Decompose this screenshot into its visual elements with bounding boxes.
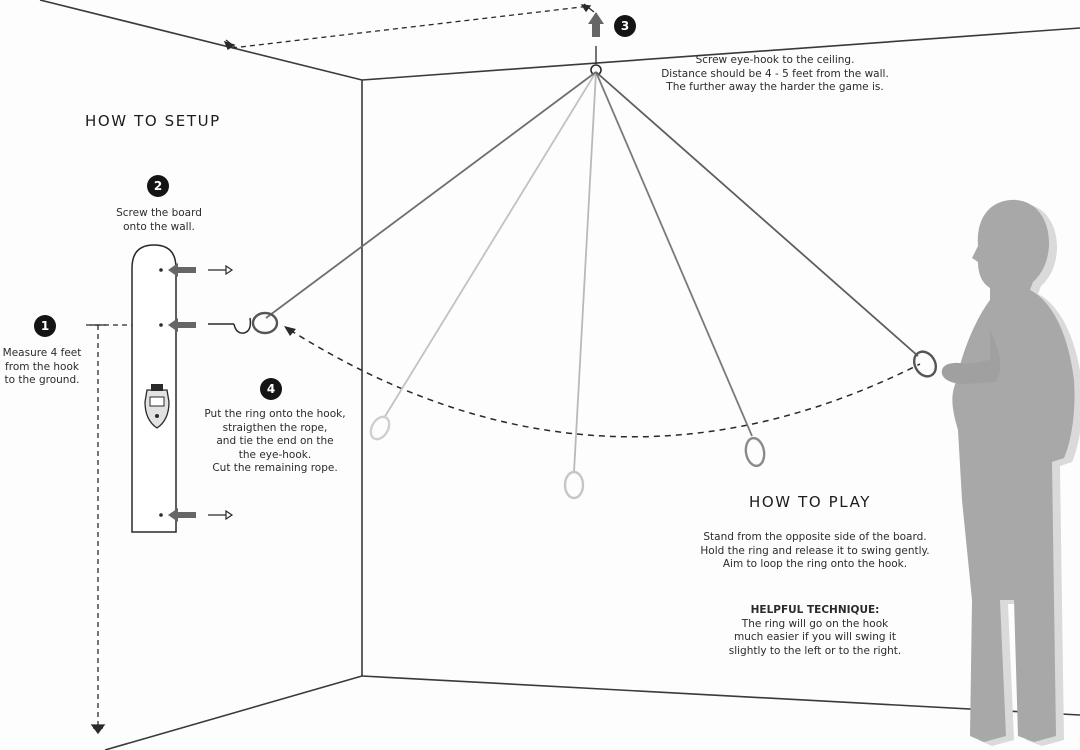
play-instructions: Stand from the opposite side of the boar… <box>680 531 950 572</box>
step-3-line: Screw eye-hook to the ceiling. <box>695 54 855 66</box>
technique-block: HELPFUL TECHNIQUE: The ring will go on t… <box>705 604 925 658</box>
play-line: Aim to loop the ring onto the hook. <box>722 558 908 570</box>
step-1-line: Measure 4 feet <box>2 347 82 359</box>
play-heading: HOW TO PLAY <box>749 493 872 511</box>
technique-line: much easier if you will swing it <box>734 631 896 643</box>
technique-title: HELPFUL TECHNIQUE: <box>750 604 880 616</box>
step-4-line: the eye-hook. <box>238 448 312 461</box>
step-2-line: onto the wall. <box>123 220 195 233</box>
arrow-up-icon <box>588 12 604 37</box>
step-3-line: The further away the harder the game is. <box>666 81 884 93</box>
step-4-line: and tie the end on the <box>216 435 334 447</box>
step-4-text: Put the ring onto the hook, straigthen t… <box>200 408 350 476</box>
step-4-badge: 4 <box>260 378 282 400</box>
step-4-line: straigthen the rope, <box>222 421 328 434</box>
technique-line: slightly to the left or to the right. <box>728 644 902 657</box>
play-line: Hold the ring and release it to swing ge… <box>700 544 930 557</box>
swing-arc <box>289 329 921 438</box>
ring-icons <box>251 311 938 500</box>
step-1-text: Measure 4 feet from the hook to the grou… <box>0 347 84 388</box>
step-1-line: from the hook <box>5 360 79 373</box>
step-3-badge: 3 <box>614 15 636 37</box>
screw-icons <box>208 264 234 521</box>
step-1-line: to the ground. <box>4 374 80 386</box>
step-4-line: Cut the remaining rope. <box>212 462 338 474</box>
swing-arc-arrowhead <box>284 326 296 336</box>
arrow-left-icons <box>168 263 196 522</box>
step-2-line: Screw the board <box>116 207 202 219</box>
person-silhouette-icon <box>941 199 1080 746</box>
room-walls <box>39 0 1080 750</box>
step-1-badge: 1 <box>34 315 56 337</box>
step-4-line: Put the ring onto the hook, <box>204 408 346 420</box>
play-line: Stand from the opposite side of the boar… <box>703 531 927 543</box>
eye-hook-icon <box>590 46 602 76</box>
step-3-line: Distance should be 4 - 5 feet from the w… <box>661 67 889 80</box>
step-3-text: Screw eye-hook to the ceiling. Distance … <box>630 54 920 95</box>
step-2-badge: 2 <box>147 175 169 197</box>
step-2-text: Screw the board onto the wall. <box>99 207 219 234</box>
setup-heading: HOW TO SETUP <box>85 112 221 130</box>
technique-line: The ring will go on the hook <box>741 617 889 630</box>
wall-hook-icon <box>208 317 252 334</box>
ropes <box>265 71 919 473</box>
ceiling-distance-marker <box>223 3 595 50</box>
bottle-opener-icon <box>144 384 170 429</box>
